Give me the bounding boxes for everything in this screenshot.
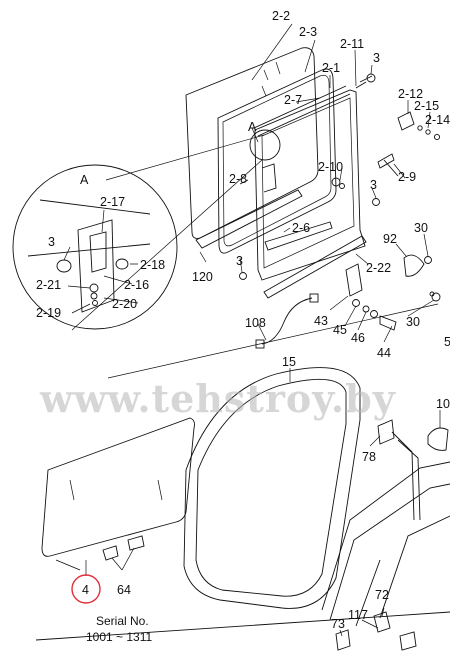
zoom-circle-a [249, 129, 281, 161]
label-2-19[interactable]: 2-19 [36, 306, 61, 320]
part-117 [399, 631, 417, 651]
label-78[interactable]: 78 [362, 450, 376, 464]
frame-2-1 [254, 89, 366, 281]
weatherstrip-2-3 [217, 68, 337, 254]
handle-part [261, 163, 277, 193]
label-2-18[interactable]: 2-18 [140, 258, 165, 272]
cab-body-edge [321, 461, 450, 611]
label-2-9[interactable]: 2-9 [398, 170, 416, 184]
bolt-2-9 [377, 153, 395, 169]
label-92[interactable]: 92 [383, 232, 397, 246]
rail-2-22 [263, 235, 367, 299]
label-45[interactable]: 45 [333, 323, 347, 337]
label-5[interactable]: 5 [444, 335, 450, 349]
channel-2-6 [195, 189, 303, 249]
label-117[interactable]: 117 [348, 608, 368, 622]
label-2-11[interactable]: 2-11 [340, 37, 364, 51]
label-43[interactable]: 43 [314, 314, 328, 328]
label-73[interactable]: 73 [331, 617, 345, 631]
label-3-top[interactable]: 3 [373, 51, 380, 65]
rail-2-7 [253, 85, 351, 137]
label-108[interactable]: 108 [245, 316, 266, 330]
label-2-2[interactable]: 2-2 [272, 9, 290, 23]
door-seal-15 [183, 367, 361, 609]
label-2-7[interactable]: 2-7 [284, 93, 302, 107]
glass-shine [261, 61, 281, 97]
detail-a-leaders [71, 134, 265, 331]
label-a-main[interactable]: A [248, 120, 257, 134]
label-3-lower[interactable]: 3 [236, 254, 243, 268]
glass-pane-2-2 [185, 47, 319, 239]
label-64[interactable]: 64 [117, 583, 131, 597]
serial-title: Serial No. [96, 614, 149, 628]
clip-64-b [127, 535, 145, 551]
label-2-8[interactable]: 2-8 [229, 172, 247, 186]
pin-44 [379, 315, 397, 331]
label-44[interactable]: 44 [377, 346, 391, 360]
upper-window-assembly [185, 23, 441, 349]
mirror-part-92 [403, 254, 425, 277]
label-2-17[interactable]: 2-17 [100, 195, 125, 209]
label-2-15[interactable]: 2-15 [414, 99, 439, 113]
label-2-3[interactable]: 2-3 [299, 25, 317, 39]
lower-cab-assembly [35, 367, 450, 651]
washer-30 [431, 292, 441, 302]
clip-64-a [102, 545, 119, 561]
detail-a-circle [12, 164, 178, 330]
glass-4 [41, 417, 195, 557]
section-divider-line [107, 303, 439, 379]
label-72[interactable]: 72 [375, 588, 389, 602]
label-120[interactable]: 120 [192, 270, 213, 284]
knob-2-18 [115, 258, 129, 270]
highlight-circle [71, 574, 101, 604]
label-30-top[interactable]: 30 [414, 221, 428, 235]
label-2-10[interactable]: 2-10 [318, 160, 343, 174]
label-4[interactable]: 4 [82, 583, 89, 597]
label-2-16[interactable]: 2-16 [124, 278, 149, 292]
label-2-12[interactable]: 2-12 [398, 87, 423, 101]
handle-10 [427, 427, 449, 451]
part-72 [373, 611, 391, 633]
label-2-14[interactable]: 2-14 [425, 113, 450, 127]
label-2-21[interactable]: 2-21 [36, 278, 61, 292]
latch-43 [345, 263, 363, 297]
bolt-3-detail [56, 259, 72, 273]
label-10[interactable]: 10 [436, 397, 450, 411]
label-2-1[interactable]: 2-1 [322, 61, 340, 75]
bolt-3-lower [239, 272, 247, 280]
label-46[interactable]: 46 [351, 331, 365, 345]
cable-108 [261, 297, 313, 345]
label-30-bottom[interactable]: 30 [406, 315, 420, 329]
label-2-20[interactable]: 2-20 [112, 297, 137, 311]
label-3-detail[interactable]: 3 [48, 235, 55, 249]
latch-78 [377, 419, 395, 445]
serial-range: 1001 ~ 1311 [86, 630, 153, 644]
watermark-text: www.tehstroy.by [39, 376, 396, 421]
bracket-2-12 [397, 111, 415, 131]
label-3-mid[interactable]: 3 [370, 178, 377, 192]
label-a-detail[interactable]: A [80, 173, 89, 187]
part-73 [335, 629, 351, 651]
label-2-6[interactable]: 2-6 [292, 221, 310, 235]
serial-number-block: Serial No. 1001 ~ 1311 [86, 614, 153, 644]
label-2-22[interactable]: 2-22 [366, 261, 391, 275]
label-15[interactable]: 15 [282, 355, 296, 369]
detail-bracket [77, 219, 115, 313]
part-labels: 2-2 2-3 2-11 2-1 3 2-7 2-12 2-15 2-14 A … [36, 9, 450, 631]
detail-a-view [12, 134, 265, 331]
